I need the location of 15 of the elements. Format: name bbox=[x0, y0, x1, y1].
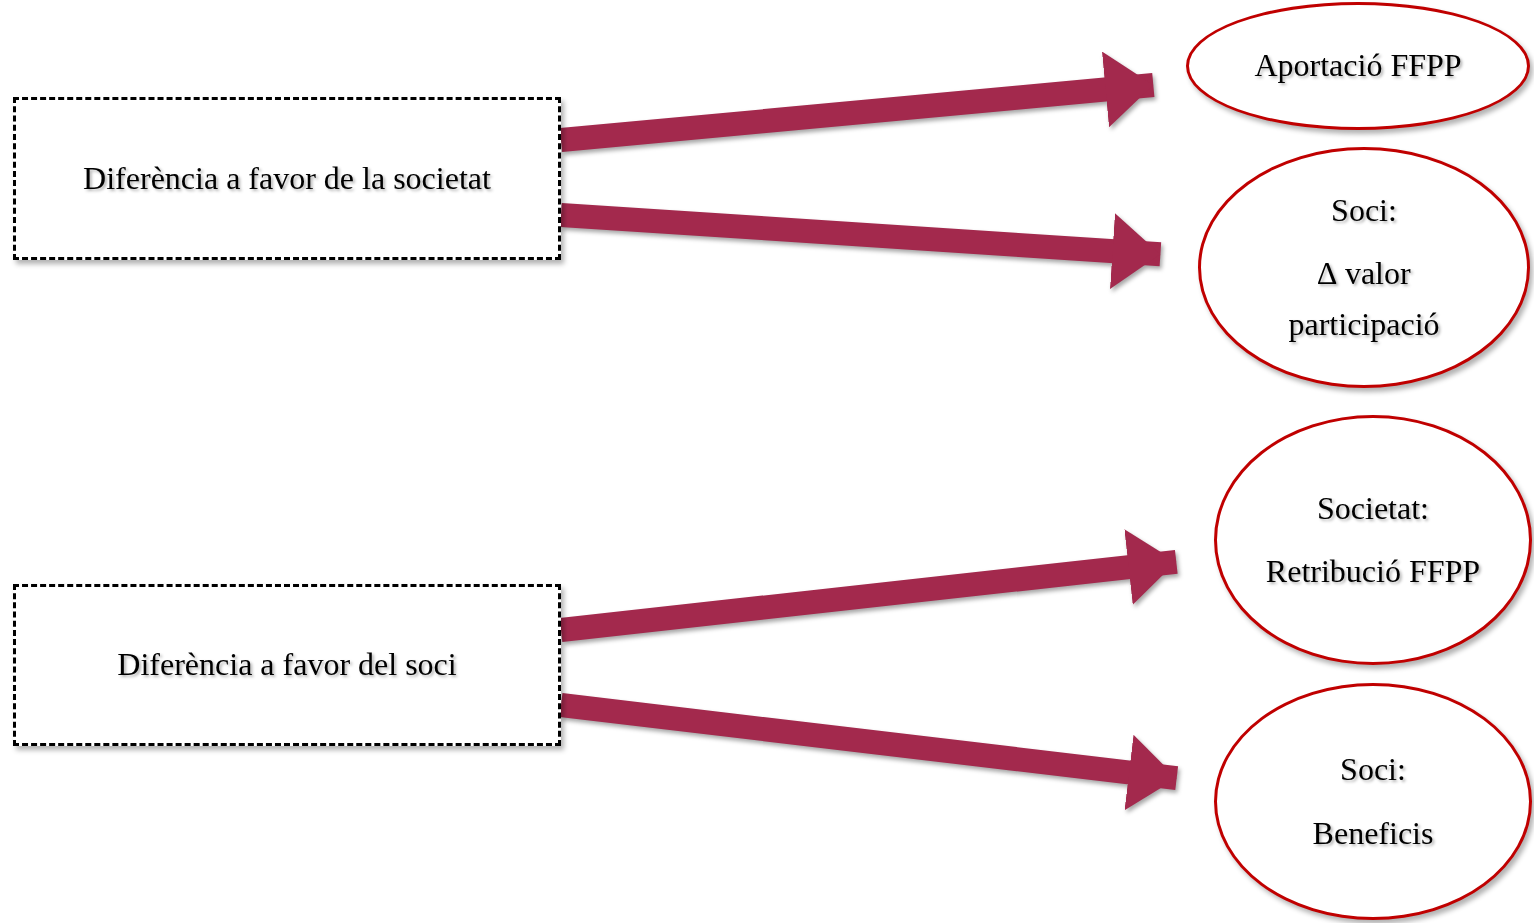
arrow bbox=[560, 203, 1162, 289]
arrow bbox=[559, 693, 1179, 811]
node-text: Retribució FFPP bbox=[1265, 552, 1481, 591]
node-text: Soci: bbox=[1340, 750, 1406, 790]
node-text: Beneficis bbox=[1312, 813, 1434, 853]
node-text: Diferència a favor de la societat bbox=[83, 158, 491, 198]
node-text: Soci: bbox=[1331, 190, 1397, 230]
dashed-box bbox=[13, 97, 561, 260]
arrow bbox=[559, 529, 1178, 642]
node-text: Aportació FFPP bbox=[1254, 46, 1462, 86]
node-text: Diferència a favor del soci bbox=[117, 645, 457, 685]
node-text: ∆ valor participació bbox=[1287, 253, 1441, 345]
dashed-box bbox=[13, 584, 561, 746]
arrow bbox=[559, 51, 1155, 152]
node-text: Societat: bbox=[1317, 488, 1429, 528]
